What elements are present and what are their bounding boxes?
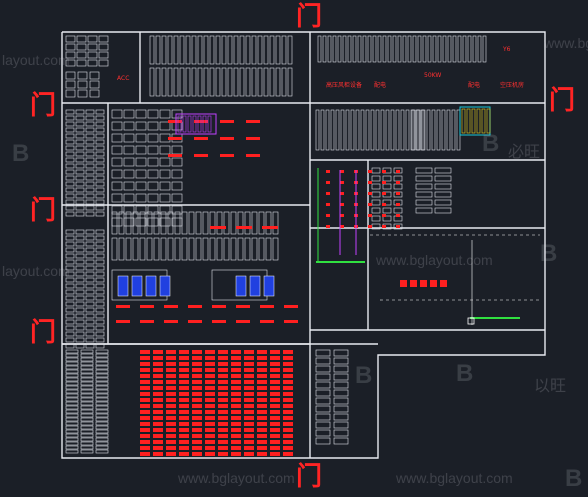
watermark-logo-1: B — [12, 140, 30, 167]
building-outline — [61, 31, 546, 459]
room-label-distribution-1: 配电 — [374, 82, 387, 89]
room-label-y6: Y6 — [503, 46, 511, 53]
watermark-text-top-left: layout.com — [2, 52, 70, 68]
watermark-logo-3: B — [540, 240, 558, 267]
watermark-text-bottom-right: www.bglayout.com — [396, 470, 513, 486]
door-label-right: 门 — [549, 86, 576, 116]
watermark-text-bottom: www.bglayout.com — [178, 470, 295, 486]
door-label-bottom: 门 — [296, 462, 323, 492]
door-label-left-2: 门 — [30, 196, 57, 226]
watermark-text-top-right: www.bglayout.com — [544, 35, 588, 51]
room-label-50kw: 50KW — [424, 72, 442, 79]
watermark-logo-5: B — [355, 362, 373, 389]
room-label-hv-cabinet: 高压风柜设备 — [326, 82, 363, 89]
watermark-logo-6: B — [565, 465, 583, 492]
door-label-left-3: 门 — [30, 318, 57, 348]
room-label-distribution-2: 配电 — [468, 82, 481, 89]
watermark-brand-1: 必旺 — [508, 144, 541, 161]
watermark-text-mid: www.bglayout.com — [376, 252, 493, 268]
watermark-brand-2: 以旺 — [534, 378, 567, 395]
watermark-logo-2: B — [482, 130, 500, 157]
watermark-text-mid-left: layout.com — [2, 263, 70, 279]
room-label-acc: ACC — [117, 75, 130, 82]
door-label-left-1: 门 — [30, 91, 57, 121]
watermark-logo-4: B — [456, 360, 474, 387]
room-label-air-compressor: 空压机房 — [500, 82, 525, 89]
door-label-top: 门 — [296, 2, 323, 32]
